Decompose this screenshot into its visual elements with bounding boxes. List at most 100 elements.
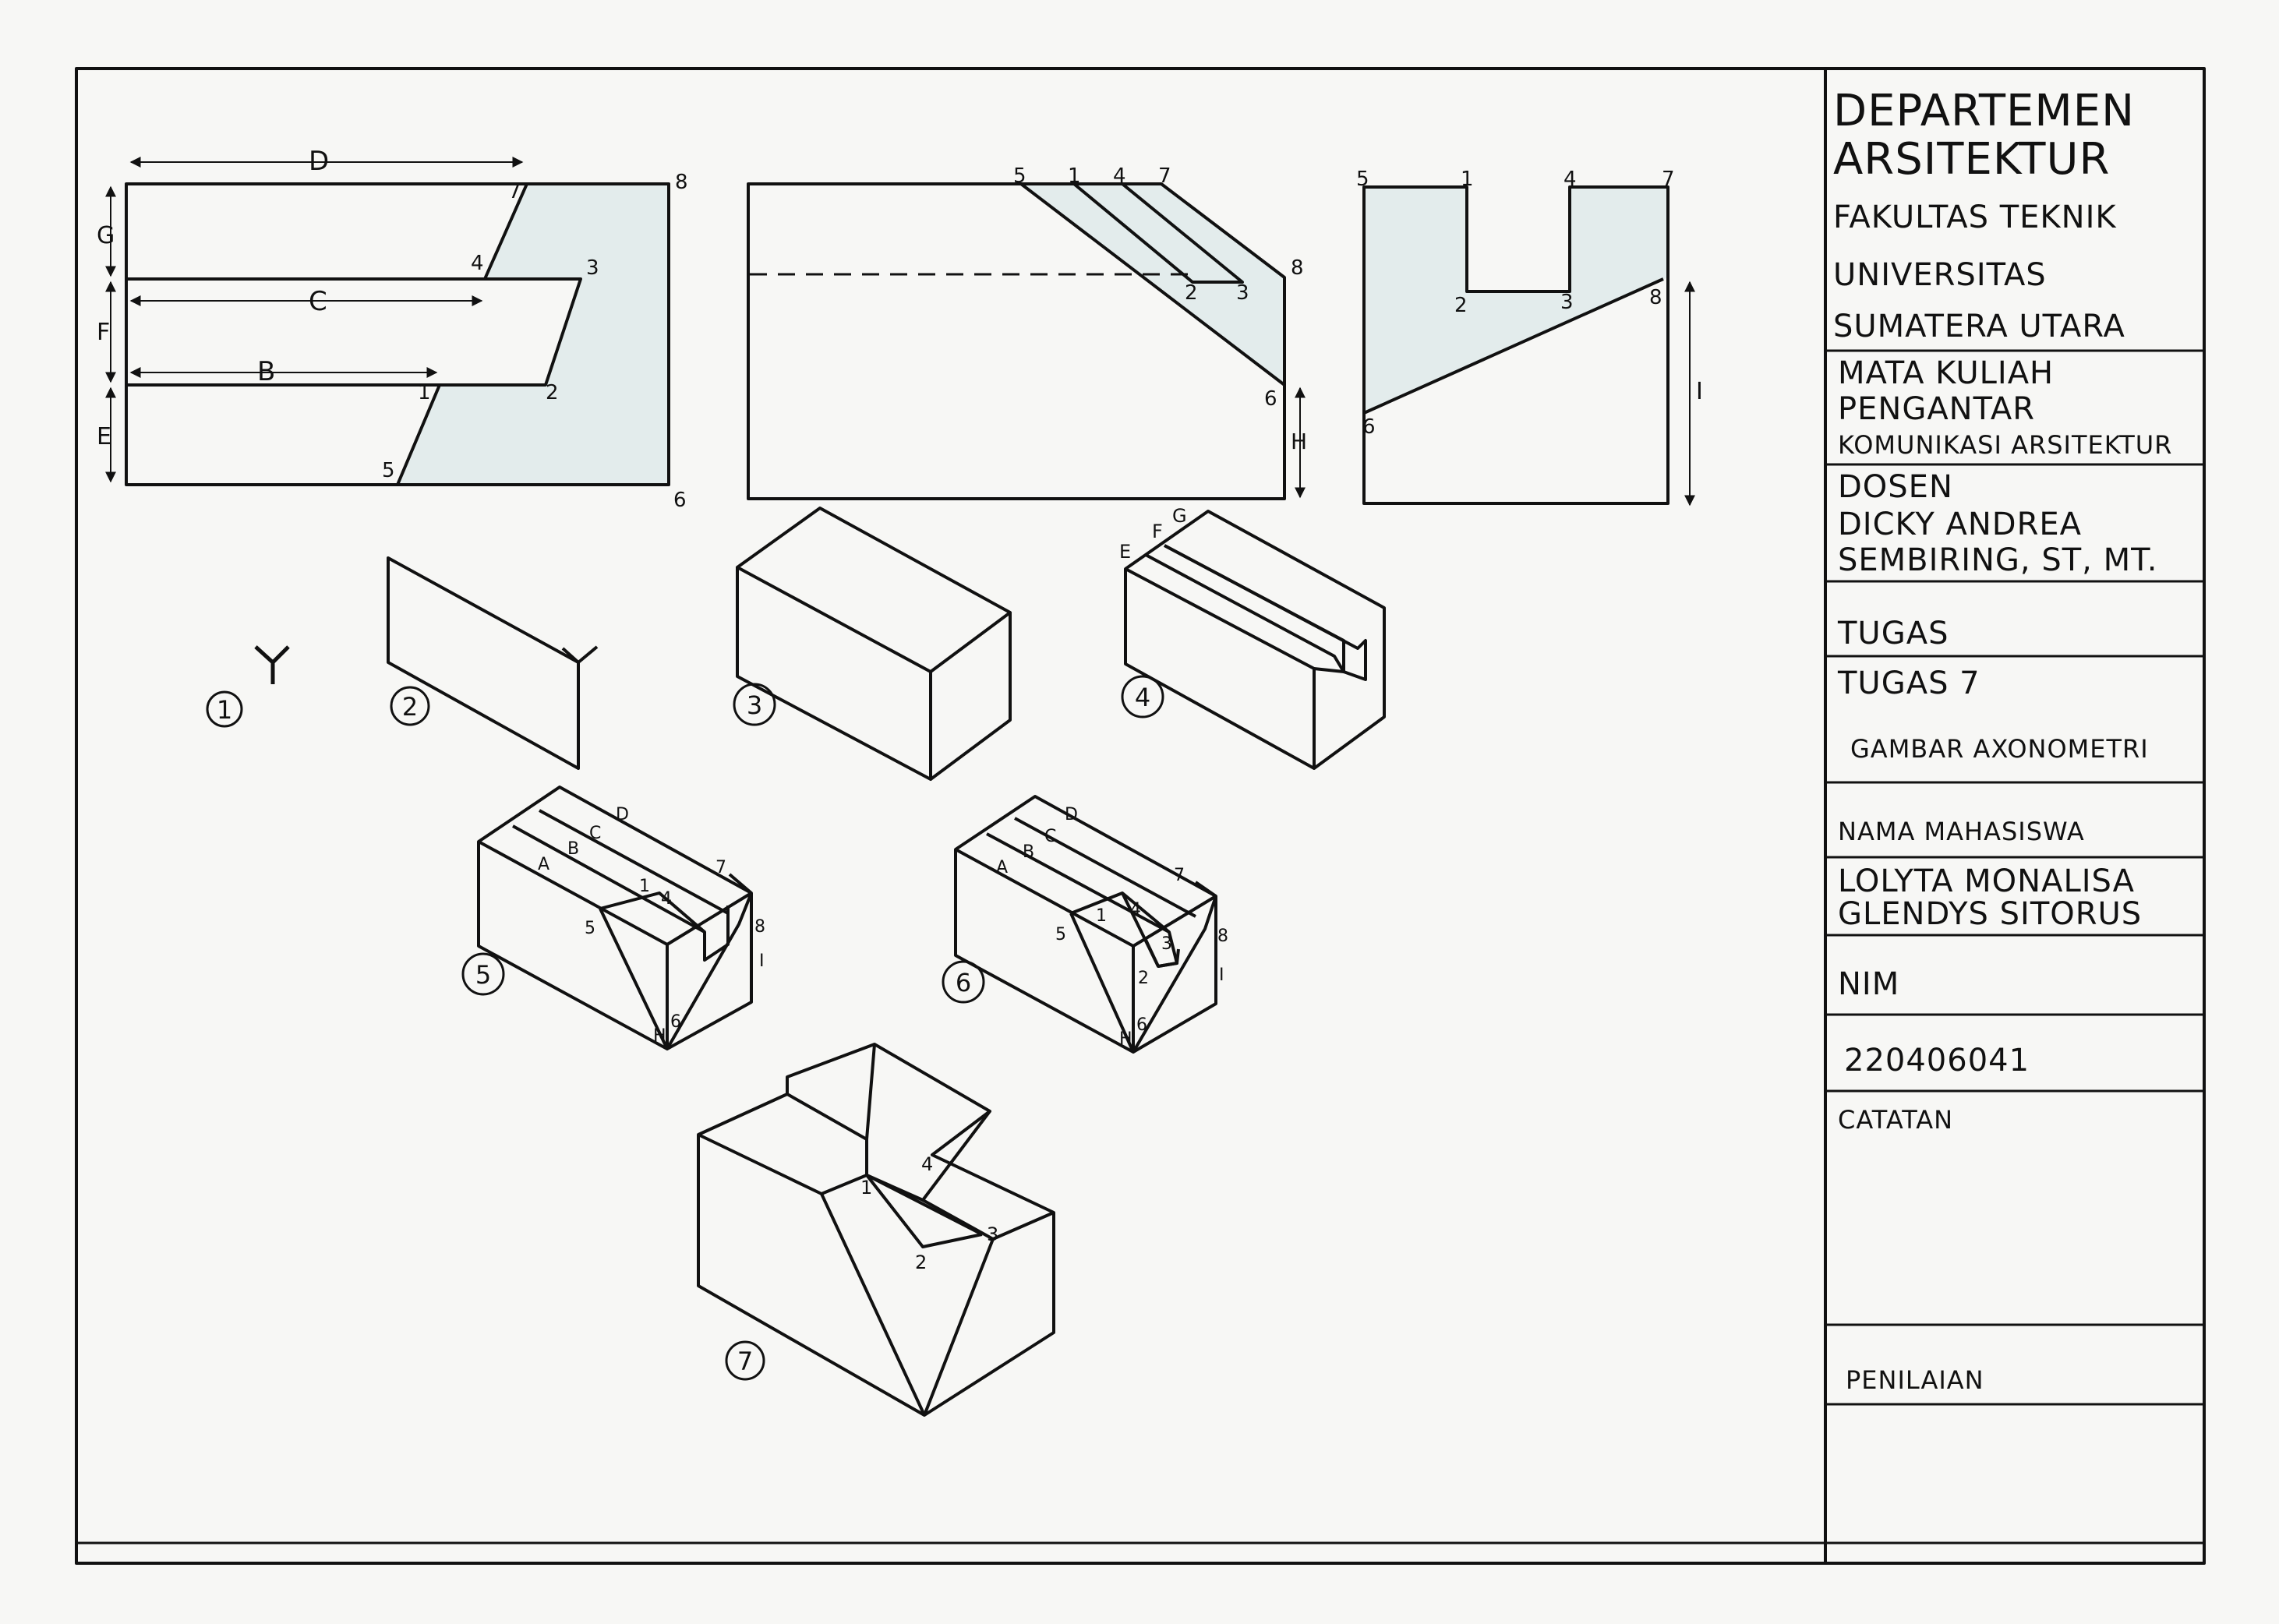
iso7-label-3: 3 [987, 1223, 998, 1245]
iso5-label-5: 5 [585, 919, 595, 938]
side-point-5: 5 [1356, 168, 1369, 191]
iso6-label-6: 6 [1136, 1015, 1147, 1035]
plan-point-labels: 7 8 4 3 1 2 5 6 [382, 171, 688, 512]
iso6-label-8: 8 [1217, 927, 1228, 946]
front-point-2: 2 [1185, 281, 1198, 305]
side-point-3: 3 [1560, 291, 1574, 314]
iso5-label-B: B [567, 839, 579, 859]
iso4-label-F: F [1152, 521, 1163, 542]
iso5-label-8: 8 [754, 917, 765, 937]
dim-label-H: H [1291, 429, 1307, 454]
plan-inner-step [126, 277, 582, 387]
front-point-8: 8 [1291, 256, 1304, 280]
plan-point-1: 1 [418, 381, 431, 404]
side-point-2: 2 [1454, 294, 1468, 317]
dim-label-C: C [309, 286, 327, 317]
plan-point-4: 4 [471, 252, 484, 275]
step-5-construction: A B C D 5 1 4 7 8 I H 6 5 [461, 786, 765, 1050]
step-7-number: 7 [737, 1347, 753, 1376]
iso6-label-C: C [1044, 827, 1056, 846]
iso6-label-H: H [1119, 1029, 1132, 1049]
step-3-number: 3 [747, 690, 762, 720]
step-7-final-solid: 1 4 2 3 7 [697, 1043, 1055, 1417]
front-view: H 5 1 4 7 8 2 3 6 [747, 164, 1307, 500]
iso5-label-A: A [538, 855, 549, 874]
iso5-label-1: 1 [639, 877, 650, 896]
front-slot [1072, 182, 1244, 284]
step-3-box: 3 [733, 507, 1012, 781]
dim-label-B: B [257, 356, 275, 387]
dim-label-G: G [97, 222, 115, 249]
iso6-label-A: A [996, 858, 1008, 877]
dim-label-E: E [97, 423, 111, 450]
plan-point-3: 3 [586, 256, 599, 280]
title-block-grid [1824, 349, 2206, 1406]
side-point-4: 4 [1564, 168, 1577, 191]
sheet-border [75, 67, 2206, 1565]
iso7-label-1: 1 [860, 1177, 872, 1199]
iso5-label-C: C [589, 824, 601, 843]
iso7-label-2: 2 [915, 1252, 927, 1273]
iso5-label-D: D [616, 805, 629, 824]
front-point-1: 1 [1068, 164, 1081, 188]
side-point-7: 7 [1662, 168, 1675, 191]
iso5-label-H: H [653, 1026, 666, 1046]
step-6-labels: A B C D 5 1 4 7 2 3 8 I H 6 [996, 805, 1228, 1049]
iso6-label-I: I [1219, 966, 1224, 985]
step-1-circle [206, 690, 243, 728]
front-point-4: 4 [1113, 164, 1126, 188]
plan-point-5: 5 [382, 459, 395, 482]
iso5-label-6: 6 [670, 1012, 681, 1032]
step-1-number: 1 [217, 695, 232, 725]
side-view: I 5 1 4 7 2 3 8 6 [1356, 168, 1703, 507]
plan-point-7: 7 [508, 180, 521, 203]
iso5-label-4: 4 [661, 889, 672, 909]
front-point-7: 7 [1158, 164, 1171, 188]
plan-edge-1-5 [396, 384, 441, 485]
side-slope-6-8 [1363, 277, 1664, 415]
plan-dimension-labels: D C B G F E [97, 146, 329, 450]
side-point-6: 6 [1362, 415, 1376, 439]
step-5-labels: A B C D 5 1 4 7 8 I H 6 [538, 805, 765, 1046]
plan-shaded-area [398, 184, 669, 485]
iso6-label-B: B [1023, 842, 1034, 862]
iso6-label-2: 2 [1138, 969, 1149, 988]
iso7-label-4: 4 [921, 1153, 933, 1175]
step-5-number: 5 [475, 960, 491, 990]
side-point-labels: 5 1 4 7 2 3 8 6 [1356, 168, 1675, 439]
iso5-label-I: I [759, 951, 765, 971]
iso6-label-D: D [1065, 805, 1078, 824]
dim-label-D: D [309, 146, 329, 177]
front-outline [747, 182, 1286, 500]
step-7-labels: 1 4 2 3 [860, 1153, 998, 1273]
iso4-label-G: G [1172, 505, 1187, 527]
step-4-labels: E F G [1119, 505, 1187, 563]
side-shaded-area [1364, 187, 1668, 413]
plan-view: D C B G F E 7 8 4 3 1 2 5 6 [97, 146, 688, 512]
iso6-label-4: 4 [1130, 900, 1141, 920]
dim-label-F: F [97, 319, 110, 346]
plan-point-6: 6 [673, 489, 687, 512]
step-2-number: 2 [402, 692, 418, 722]
iso4-label-E: E [1119, 541, 1131, 563]
step-6-construction: A B C D 5 1 4 7 2 3 8 I H 6 6 [942, 795, 1228, 1054]
dim-label-I: I [1696, 378, 1703, 405]
step-4-slotted-box: E F G 4 [1119, 505, 1386, 770]
side-point-8: 8 [1649, 286, 1662, 309]
front-point-6: 6 [1264, 387, 1277, 411]
iso5-label-7: 7 [716, 858, 726, 877]
step-2-plane: 2 [387, 556, 599, 770]
front-slope-5-6 [1019, 182, 1286, 387]
front-point-5: 5 [1013, 164, 1026, 188]
side-point-1: 1 [1461, 168, 1474, 191]
step-1-axis: 1 [206, 645, 290, 728]
iso6-label-7: 7 [1174, 866, 1185, 885]
front-point-labels: 5 1 4 7 8 2 3 6 [1013, 164, 1304, 411]
iso6-label-3: 3 [1161, 934, 1172, 954]
step-4-number: 4 [1135, 683, 1150, 712]
iso6-label-5: 5 [1055, 925, 1066, 944]
plan-point-2: 2 [546, 381, 559, 404]
plan-point-8: 8 [675, 171, 688, 194]
